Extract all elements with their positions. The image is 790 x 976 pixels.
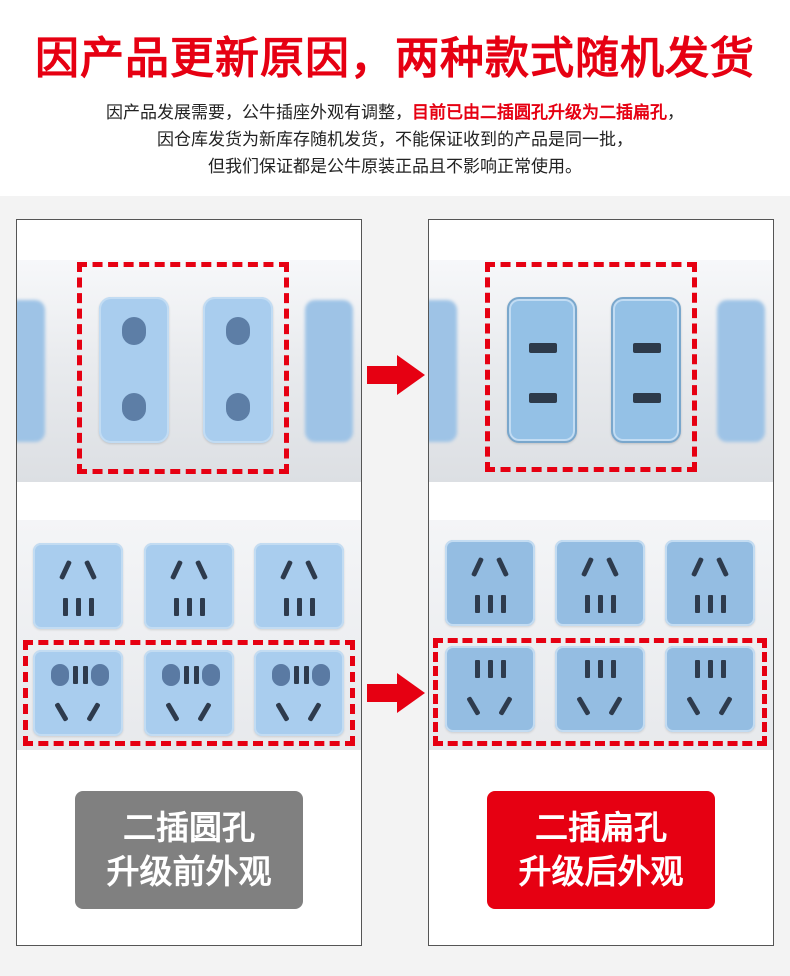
round-pin-outlet	[99, 297, 169, 443]
five-hole-flat-outlet	[665, 646, 755, 732]
after-label: 二插扁孔 升级后外观	[487, 791, 715, 909]
round-pin-outlet	[203, 297, 273, 443]
before-label: 二插圆孔 升级前外观	[75, 791, 303, 909]
before-panel: 二插圆孔 升级前外观	[16, 219, 362, 946]
three-pin-outlet	[445, 540, 535, 626]
three-pin-outlet	[254, 543, 344, 629]
arrow-right-icon	[367, 673, 425, 713]
arrow-right-icon	[367, 355, 425, 395]
highlight-frame-bottom	[433, 638, 767, 746]
highlight-frame-bottom	[23, 640, 355, 746]
five-hole-round-outlet	[33, 650, 123, 736]
notice-line-1: 因产品发展需要，公牛插座外观有调整，目前已由二插圆孔升级为二插扁孔，	[106, 103, 684, 123]
flat-pin-outlet	[507, 297, 577, 443]
power-strip-top-image	[17, 260, 361, 482]
notice-text: 因产品发展需要，公牛插座外观有调整，目前已由二插圆孔升级为二插扁孔， 因仓库发货…	[0, 100, 790, 181]
three-pin-outlet	[555, 540, 645, 626]
three-pin-outlet	[144, 543, 234, 629]
five-hole-flat-outlet	[445, 646, 535, 732]
five-hole-flat-outlet	[555, 646, 645, 732]
page-title: 因产品更新原因，两种款式随机发货	[35, 33, 755, 84]
notice-line-3: 但我们保证都是公牛原装正品且不影响正常使用。	[208, 157, 582, 177]
five-hole-round-outlet	[144, 650, 234, 736]
flat-pin-outlet	[611, 297, 681, 443]
highlight-frame-top	[77, 262, 289, 474]
after-panel: 二插扁孔 升级后外观	[428, 219, 774, 946]
five-hole-round-outlet	[254, 650, 344, 736]
three-pin-outlet	[33, 543, 123, 629]
highlight-frame-top	[485, 262, 697, 472]
notice-highlight: 目前已由二插圆孔升级为二插扁孔	[412, 103, 667, 123]
notice-line-2: 因仓库发货为新库存随机发货，不能保证收到的产品是同一批，	[157, 130, 633, 150]
three-pin-outlet	[665, 540, 755, 626]
